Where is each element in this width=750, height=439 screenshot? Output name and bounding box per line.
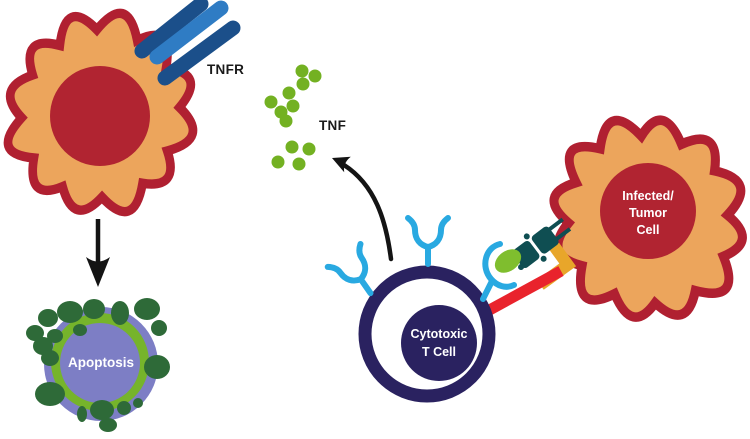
apoptotic-bodies [26,298,170,432]
tnfr-rod-back [134,0,209,59]
apoptotic-cell-inner [60,323,140,403]
apoptosis-arrow-icon [86,219,110,287]
cytotoxic-t-cell-icon [358,265,496,403]
cytotoxic-t-cell-label: Cytotoxic T Cell [394,325,484,361]
effector-rod-icon [481,266,564,318]
tcr-top-icon [408,218,448,264]
t-cell-receptors [328,218,517,305]
tnfr-label: TNFR [207,62,245,77]
target-cell-nucleus [50,66,150,166]
tnfr-rod-middle [149,0,229,65]
tcr-synapse-icon [480,241,517,302]
infected-tumor-cell-label-line3: Cell [636,223,660,237]
tnf-molecules-icon [264,64,322,171]
apoptotic-cell-icon [26,298,170,432]
infected-tumor-cell-label: Infected/ Tumor Cell [606,188,690,239]
apoptosis-label: Apoptosis [68,355,134,370]
infected-tumor-cell-icon [524,88,750,346]
tnfr-receptor-icon [134,0,241,86]
mhc-complex-icon [509,217,572,271]
infected-tumor-cell-label-line1: Infected/ [622,189,674,203]
antigen-peptide-icon [494,249,522,273]
infected-tumor-cell-label-line2: Tumor [629,206,667,220]
target-cell-icon [0,0,214,230]
cytotoxic-t-cell-label-line2: T Cell [421,345,457,359]
cytotoxic-t-cell-label-line1: Cytotoxic [410,327,468,341]
tnf-release-arrow-icon [332,156,394,262]
tnf-label: TNF [319,118,347,133]
tumor-cell-nucleus [600,163,696,259]
tnfr-rod-front [157,20,241,86]
t-cell-nucleus [401,305,477,381]
